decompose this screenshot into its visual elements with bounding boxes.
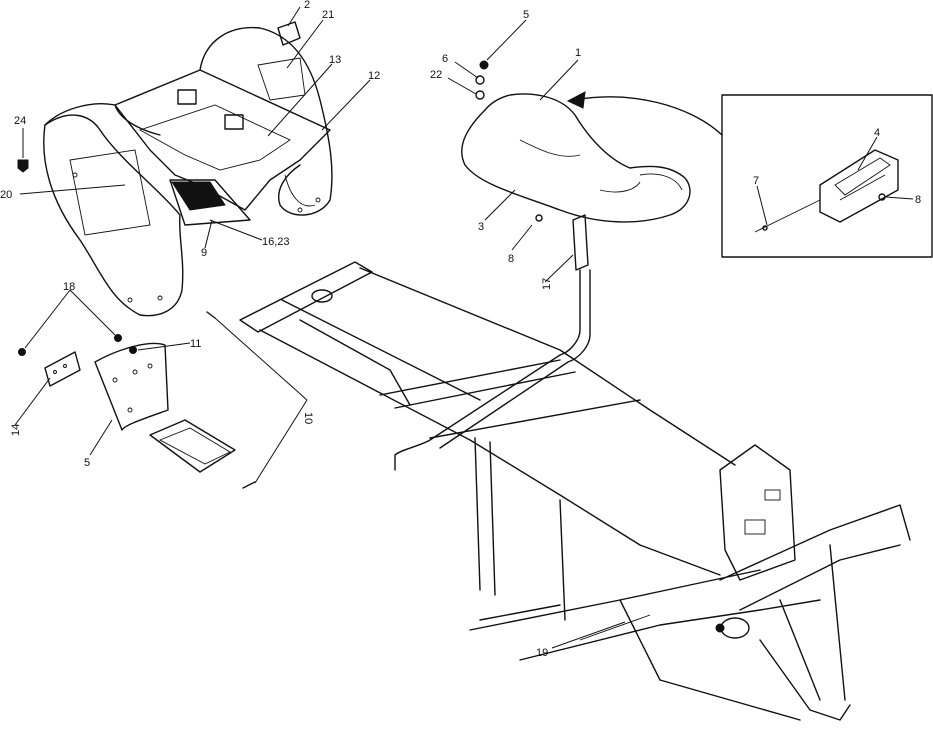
small-parts — [18, 311, 256, 489]
callout-3: 3 — [478, 221, 484, 233]
latch-inset — [721, 94, 933, 258]
callout-17: 17 — [541, 278, 553, 290]
callout-14: 14 — [10, 424, 22, 436]
callout-18: 18 — [63, 281, 75, 293]
rear-fender — [17, 21, 333, 317]
callout-9: 9 — [201, 247, 207, 259]
callout-21: 21 — [322, 9, 334, 21]
callout-8-latch: 8 — [915, 194, 921, 206]
callout-20: 20 — [0, 189, 12, 201]
callout-12: 12 — [368, 70, 380, 82]
callout-5-seat: 5 — [523, 9, 529, 21]
callout-24: 24 — [14, 115, 26, 127]
callout-4: 4 — [874, 127, 880, 139]
frame — [239, 261, 911, 721]
callout-16-23: 16,23 — [262, 236, 290, 248]
callout-1: 1 — [575, 47, 581, 59]
callout-labels: 1 2 3 4 5 5 6 7 8 8 9 10 11 12 13 14 16,… — [0, 0, 921, 659]
callout-5-flap: 5 — [84, 457, 90, 469]
callout-11: 11 — [190, 338, 201, 350]
callout-7: 7 — [753, 175, 759, 187]
callout-2: 2 — [304, 0, 310, 11]
leader-lines — [14, 6, 914, 649]
callout-22: 22 — [430, 69, 442, 81]
callout-8-seat: 8 — [508, 253, 514, 265]
callout-6: 6 — [442, 53, 448, 65]
callout-10: 10 — [302, 412, 314, 424]
callout-19: 19 — [536, 647, 548, 659]
grab-bar — [394, 214, 591, 471]
callout-13: 13 — [329, 54, 341, 66]
seat — [461, 60, 723, 223]
